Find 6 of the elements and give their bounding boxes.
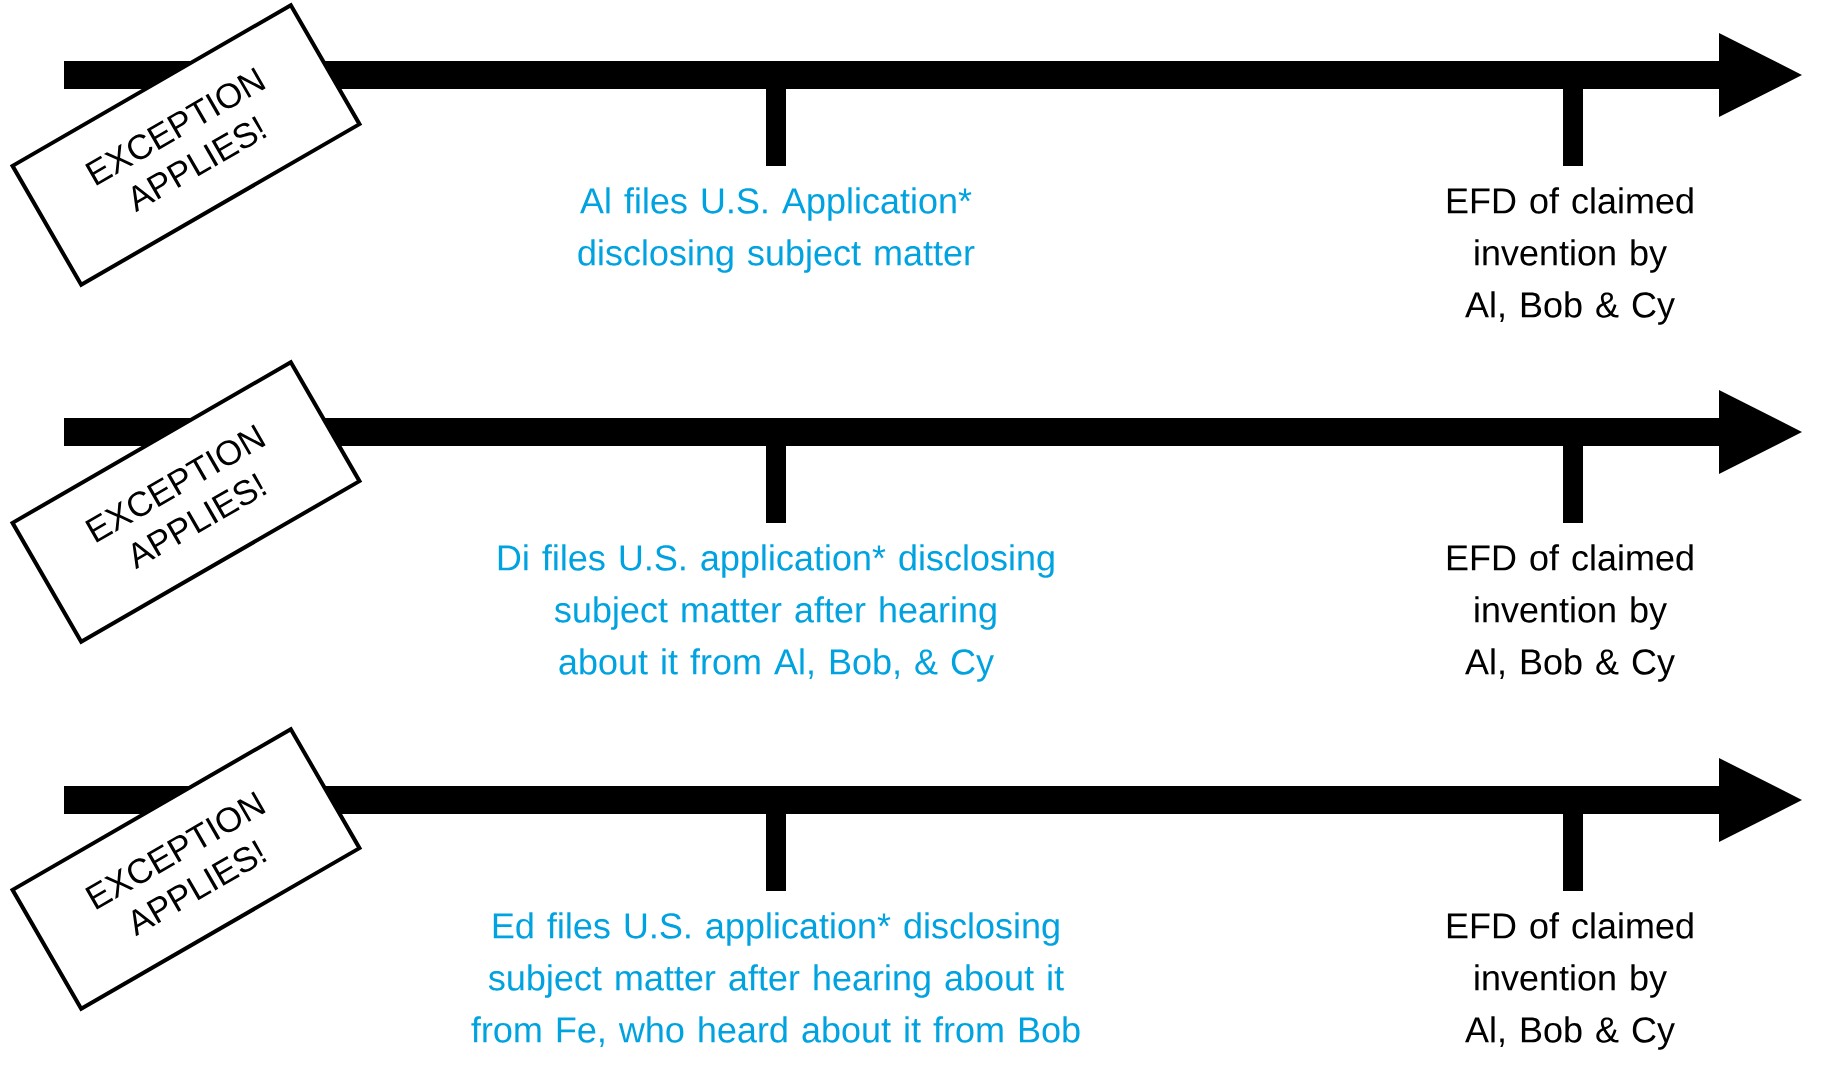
annotation-text: Di files U.S. application* disclosing subject matter after hearing about it from Al, Bob, & Cy — [498, 544, 1054, 682]
annotation-text: EFD of claimed invention by Al, Bob & Cy — [1447, 187, 1693, 325]
annotation-text: EFD of claimed invention by Al, Bob & Cy — [1447, 912, 1693, 1050]
annotation-text: Ed files U.S. application* disclosing subject matter after hearing about it from Fe, who heard about it from Bob — [471, 912, 1080, 1047]
annotation-text: Al files U.S. Application* disclosing subject matter — [578, 187, 975, 273]
annotation-text: EFD of claimed invention by Al, Bob & Cy — [1447, 544, 1693, 682]
